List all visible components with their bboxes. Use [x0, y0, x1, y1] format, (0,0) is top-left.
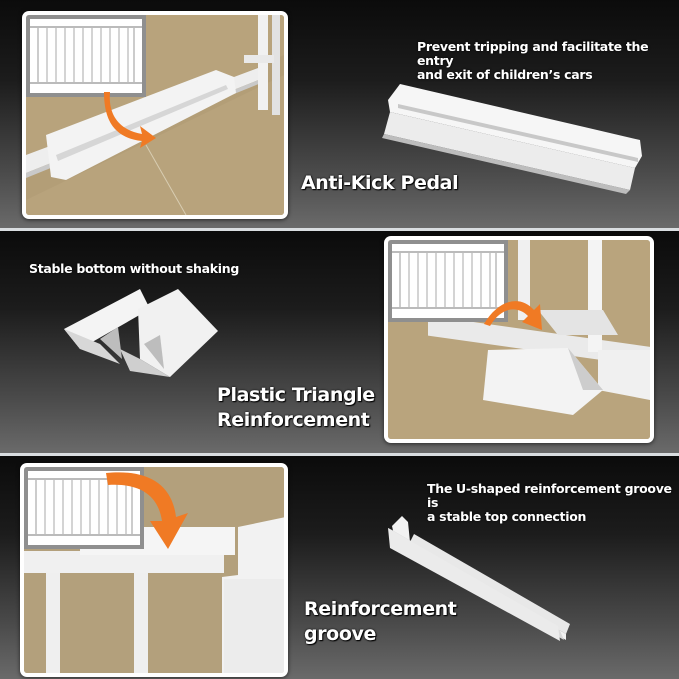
- plastic-triangle-product-image: [64, 289, 218, 377]
- anti-kick-pedal-description: Prevent tripping and facilitate the entr…: [417, 40, 677, 82]
- anti-kick-pedal-product-image: [382, 84, 642, 194]
- plastic-triangle-title: Plastic Triangle Reinforcement: [217, 383, 375, 433]
- section-divider: [0, 453, 679, 456]
- photo-reinforcement-groove: [24, 467, 284, 673]
- section-anti-kick-pedal: Prevent tripping and facilitate the entr…: [0, 0, 679, 228]
- section-plastic-triangle: Stable bottom without shaking Plastic Tr…: [0, 231, 679, 453]
- photo-frame-plastic-triangle: [384, 236, 654, 443]
- description-line-2: and exit of children’s cars: [417, 67, 593, 82]
- gate-diagram-inset: [24, 467, 144, 549]
- description-line-1: The U-shaped reinforcement groove is: [427, 481, 672, 510]
- photo-anti-kick-pedal: [26, 15, 284, 215]
- section-reinforcement-groove: The U-shaped reinforcement groove is a s…: [0, 456, 679, 679]
- plastic-triangle-description: Stable bottom without shaking: [29, 262, 239, 276]
- reinforcement-groove-description: The U-shaped reinforcement groove is a s…: [427, 482, 677, 524]
- title-line-2: Reinforcement: [217, 409, 370, 431]
- orange-arrow-icon: [104, 92, 156, 148]
- anti-kick-pedal-title: Anti-Kick Pedal: [301, 171, 459, 196]
- title-line-2: groove: [304, 623, 376, 645]
- photo-frame-reinforcement-groove: [20, 463, 288, 677]
- section-divider: [0, 228, 679, 231]
- reinforcement-groove-title: Reinforcement groove: [304, 597, 457, 647]
- reinforcement-groove-product-image: [388, 516, 570, 641]
- orange-arrow-icon: [484, 301, 542, 330]
- gate-diagram-inset: [388, 240, 508, 322]
- description-line-1: Prevent tripping and facilitate the entr…: [417, 39, 649, 68]
- title-line-1: Plastic Triangle: [217, 384, 375, 406]
- gate-diagram-inset: [26, 15, 146, 97]
- orange-arrow-icon: [106, 472, 188, 549]
- description-text: Stable bottom without shaking: [29, 261, 239, 276]
- title-line-1: Reinforcement: [304, 598, 457, 620]
- scene-anti-kick-pedal: [26, 15, 284, 215]
- scene-reinforcement-groove: [24, 467, 284, 673]
- title-text: Anti-Kick Pedal: [301, 172, 459, 194]
- photo-frame-anti-kick-pedal: [22, 11, 288, 219]
- description-line-2: a stable top connection: [427, 509, 587, 524]
- photo-plastic-triangle: [388, 240, 650, 439]
